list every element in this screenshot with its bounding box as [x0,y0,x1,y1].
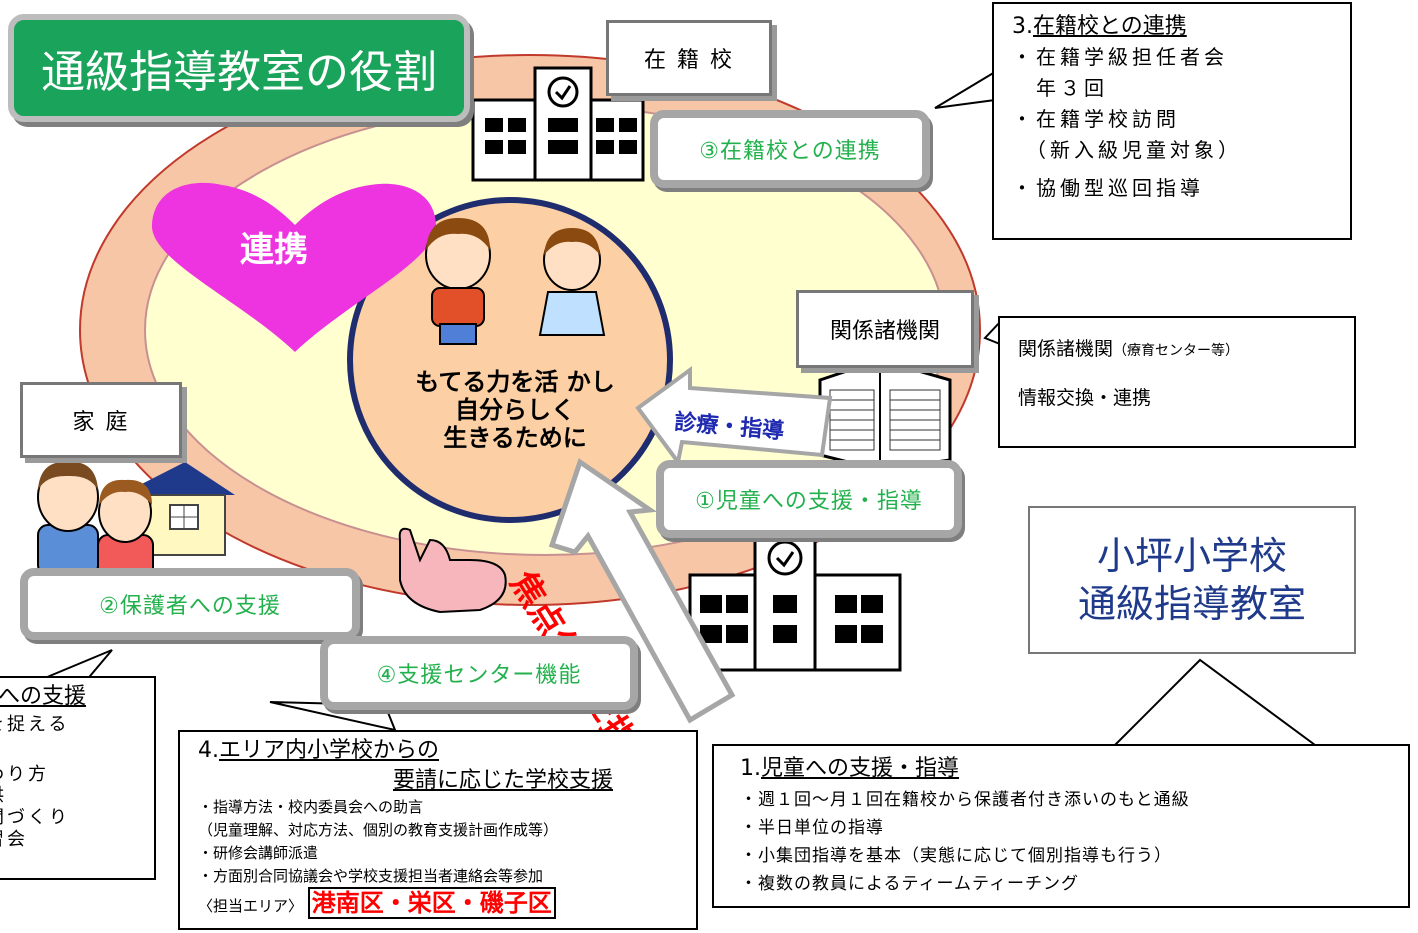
callout-agency-line: 情報交換・連携 [1018,387,1152,409]
callout-area-line-2: （児童理解、対応方法、個別の教育支援計画作成等） [198,821,559,839]
label-school-text: 在 籍 校 [644,48,734,73]
callout-area-title-1: 4.エリア内小学校からの [198,736,696,766]
label-agency: 関係諸機関 [796,290,974,368]
label-home: 家 庭 [20,382,182,458]
school-building-top [471,66,645,182]
role-box-1: ①児童への支援・指導 [656,460,962,538]
callout-area-line-3: ・研修会講師派遣 [198,844,319,862]
callout-children: 1.児童への支援・指導 ・週１回～月１回在籍校から保護者付き添いのもと通級 ・半… [712,744,1410,908]
children-illustration [425,218,606,345]
school-building-bottom [688,528,902,672]
page-title-text: 通級指導教室の役割 [41,47,437,98]
callout-school-line-1: ・在籍学級担任者会 [1012,45,1228,69]
heart-label: 連携 [240,230,308,270]
arrow-focused [548,458,736,724]
callout-school-line-3: ・在籍学校訪問 [1012,107,1180,131]
role-2-text: ②保護者への支援 [99,594,281,619]
callout-area-title-2: 要請に応じた学校支援 [393,768,614,793]
callout-school-title-text: 在籍校との連携 [1033,14,1187,39]
callout-school-line-4: （新入級児童対象） [1012,138,1242,162]
role-3-text: ③在籍校との連携 [699,139,881,164]
label-school: 在 籍 校 [606,20,772,96]
callout-children-num: 1. [740,756,761,781]
callout-children-line-4: ・複数の教員によるティームティーチング [740,874,1079,894]
parents-illustration [37,461,154,581]
role-box-4: ④支援センター機能 [320,636,638,710]
role-4-text: ④支援センター機能 [376,663,582,688]
callout-area-row: 〈担当エリア〉 港南区・栄区・磯子区 [198,887,696,921]
school-name-line-2: 通級指導教室 [1077,582,1306,626]
callout-agency-title: 関係諸機関（療育センター等） [1018,334,1354,361]
callout-children-title: 1.児童への支援・指導 [740,752,1408,786]
role-box-3: ③在籍校との連携 [650,110,930,188]
school-name-line-1: 小坪小学校 [1096,534,1287,578]
callout-area-line-1: ・指導方法・校内委員会への助言 [198,798,424,816]
callout-parents-line-5: 間づくり [0,807,70,828]
center-text: もてる力を活 かし 自分らしく 生きるために [385,368,645,452]
callout-tail-children [1112,658,1319,746]
callout-area-title1-text: エリア内小学校からの [219,738,440,763]
callout-school-num: 3. [1012,14,1033,39]
callout-area: 4.エリア内小学校からの 要請に応じた学校支援 ・指導方法・校内委員会への助言 … [178,730,698,930]
label-home-text: 家 庭 [72,410,130,435]
callout-parents-line-4: 供 [0,787,154,805]
callout-agency-title-text: 関係諸機関 [1018,338,1114,360]
callout-children-line-3: ・小集団指導を基本（実態に応じて個別指導も行う） [740,846,1172,866]
page-title: 通級指導教室の役割 [8,14,470,122]
callout-parents-line-1: を捉える [0,714,70,735]
center-line-1: もてる力を活 かし [415,368,615,396]
callout-parents: への支援 を捉える わり方 供 間づくり 習会 [0,676,156,880]
label-agency-text: 関係諸機関 [829,319,940,344]
callout-school-line-2: 年３回 [1012,76,1108,100]
hand-illustration [398,527,507,614]
callout-parents-line-2 [0,737,154,762]
arrow-diagnosis [635,366,833,467]
agency-building [818,358,952,472]
callout-school-line-5: ・協働型巡回指導 [1012,176,1204,200]
callout-agency-title-small: （療育センター等） [1113,343,1240,359]
callout-children-line-1: ・週１回～月１回在籍校から保護者付き添いのもと通級 [740,790,1190,810]
center-line-2: 自分らしく [455,396,575,424]
school-name-box: 小坪小学校 通級指導教室 [1028,506,1356,654]
callout-parents-title: への支援 [0,684,87,709]
callout-parents-line-3: わり方 [0,764,49,785]
callout-school-title: 3.在籍校との連携 [1012,12,1350,42]
callout-school: 3.在籍校との連携 ・在籍学級担任者会 年３回 ・在籍学校訪問 （新入級児童対象… [992,2,1352,240]
callout-children-title-text: 児童への支援・指導 [761,756,960,781]
callout-tail-school [934,70,996,109]
role-box-2: ②保護者への支援 [20,568,360,640]
callout-children-line-2: ・半日単位の指導 [740,818,884,838]
center-line-3: 生きるために [443,424,587,452]
callout-area-label: 〈担当エリア〉 [198,897,304,915]
callout-area-line-4: ・方面別合同協議会や学校支援担当者連絡会等参加 [198,867,544,885]
callout-area-num: 4. [198,738,219,763]
callout-parents-line-6: 習会 [0,829,28,850]
callout-agency: 関係諸機関（療育センター等） 情報交換・連携 [998,316,1356,448]
role-1-text: ①児童への支援・指導 [695,489,923,514]
heart-shape [151,182,437,352]
callout-area-value: 港南区・栄区・磯子区 [307,887,556,919]
